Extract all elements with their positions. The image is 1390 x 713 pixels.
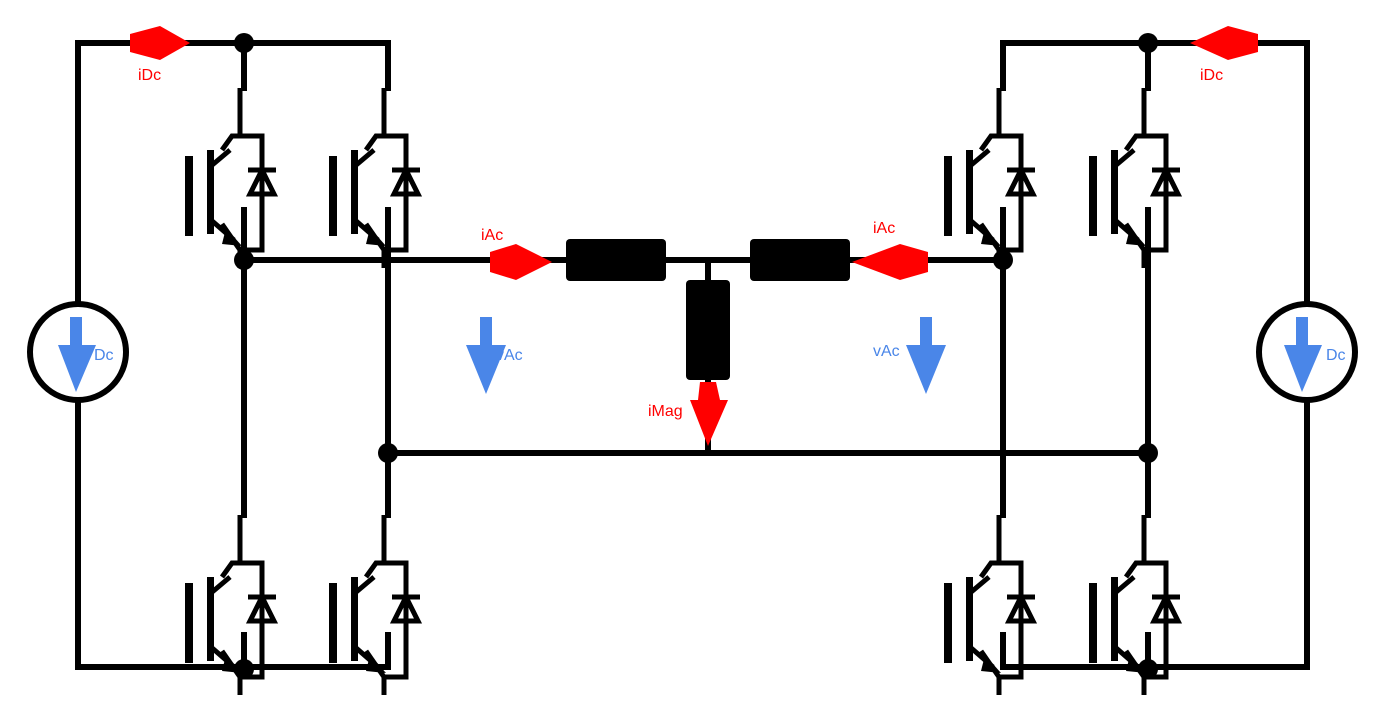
- v-ac-left-arrow: [466, 317, 506, 394]
- i-dc-right-arrow: [1190, 26, 1258, 60]
- i-ac-right-label: iAc: [873, 220, 895, 237]
- i-ac-left-arrow: [490, 244, 552, 280]
- left-leakage-inductor: [566, 239, 666, 281]
- right-switch-upper-2: [1089, 88, 1180, 268]
- left-switch-upper-1: [185, 88, 276, 268]
- right-leakage-inductor: [750, 239, 850, 281]
- v-dc-left-label: Dc: [94, 347, 114, 364]
- v-ac-right-label: vAc: [873, 343, 900, 360]
- i-dc-right-label: iDc: [1200, 67, 1223, 84]
- i-ac-right-arrow: [852, 244, 928, 280]
- i-mag-label: iMag: [648, 403, 683, 420]
- current-arrows: [130, 26, 1258, 446]
- voltage-arrows: [58, 317, 1322, 394]
- left-bridge: [27, 33, 420, 695]
- left-switch-upper-2: [329, 88, 420, 268]
- magnetizing-inductor: [686, 280, 730, 380]
- right-bridge: [944, 33, 1358, 695]
- i-dc-left-arrow: [130, 26, 190, 60]
- i-dc-left-label: iDc: [138, 67, 161, 84]
- right-switch-upper-1: [944, 88, 1035, 268]
- right-switch-lower-1: [944, 515, 1035, 695]
- v-dc-right-label: Dc: [1326, 347, 1346, 364]
- i-ac-left-label: iAc: [481, 227, 503, 244]
- i-mag-arrow: [690, 382, 728, 446]
- v-dc-right-arrow: [1284, 317, 1322, 392]
- v-dc-left-arrow: [58, 317, 96, 392]
- v-ac-left-label: vAc: [496, 347, 523, 364]
- v-ac-right-arrow: [906, 317, 946, 394]
- transformer-model: [241, 239, 1151, 456]
